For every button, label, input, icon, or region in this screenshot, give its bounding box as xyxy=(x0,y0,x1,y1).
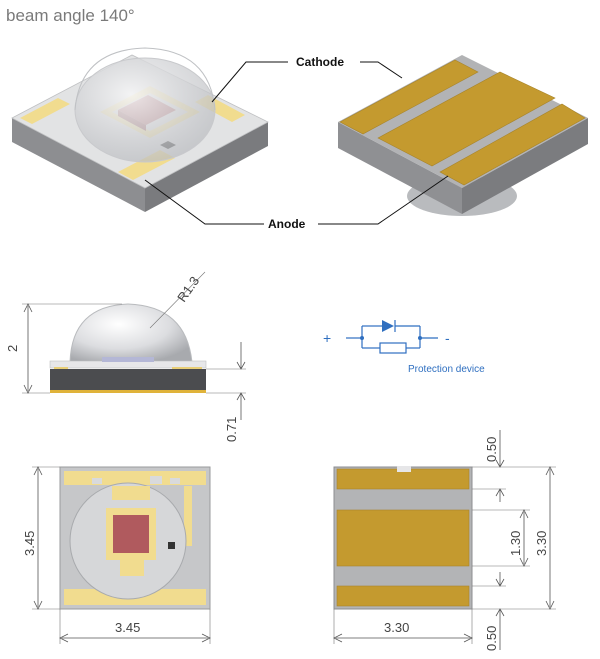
base-thickness-label: 0.71 xyxy=(224,417,239,442)
figure-title: beam angle 140° xyxy=(6,6,135,25)
iso-bottom-view xyxy=(338,55,588,216)
anode-callout: Anode xyxy=(144,175,449,231)
radius-label: R1.3 xyxy=(174,274,202,305)
protection-device-symbol: + - Protection device xyxy=(323,320,485,375)
plus-sign: + xyxy=(323,330,331,346)
cathode-label: Cathode xyxy=(296,55,344,69)
dome-lens xyxy=(74,57,216,163)
cathode-callout: Cathode xyxy=(211,55,403,103)
height-label: 2 xyxy=(5,345,20,352)
top-view: 3.45 3.45 xyxy=(22,466,211,644)
bottom-view: 0.50 1.30 3.30 0.50 3.30 xyxy=(333,430,556,651)
bottom-total-label: 3.30 xyxy=(534,531,549,556)
bottom-pad-bottom-label: 0.50 xyxy=(484,626,499,651)
anode-label: Anode xyxy=(268,217,306,231)
top-height-label: 3.45 xyxy=(22,531,37,556)
bottom-center-label: 1.30 xyxy=(508,531,523,556)
bottom-pad-top-label: 0.50 xyxy=(484,437,499,462)
side-view: R1.3 2 0.71 xyxy=(5,271,246,442)
minus-sign: - xyxy=(445,330,450,346)
bottom-width-label: 3.30 xyxy=(384,620,409,635)
protection-device-label: Protection device xyxy=(408,364,485,375)
top-width-label: 3.45 xyxy=(115,620,140,635)
iso-top-view xyxy=(11,47,269,212)
